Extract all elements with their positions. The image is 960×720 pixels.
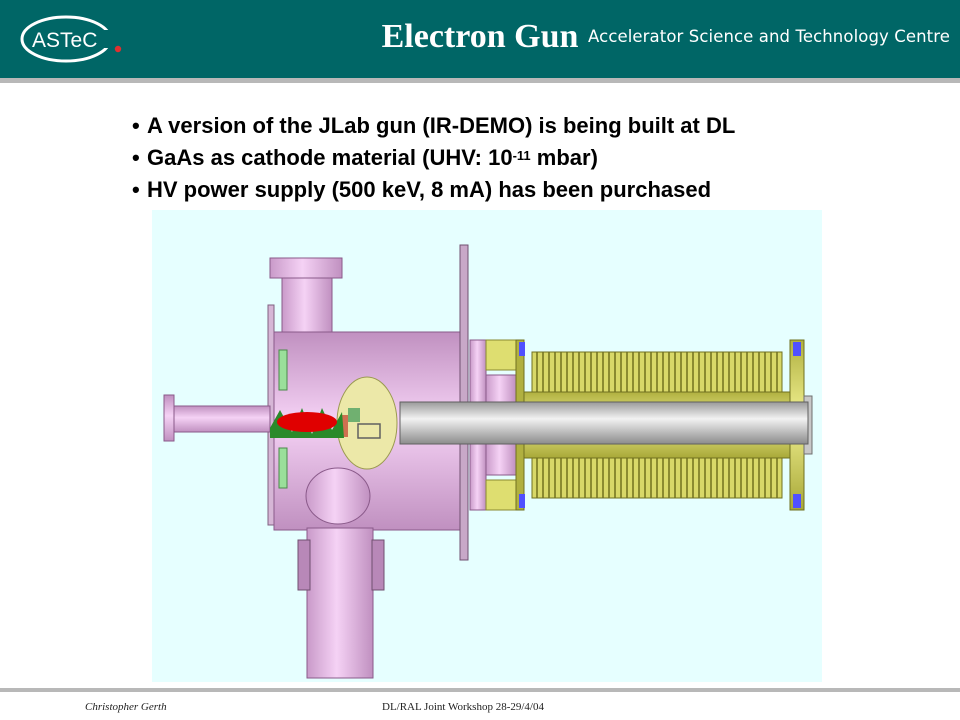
footer-divider (0, 688, 960, 692)
electron-gun-drawing (152, 210, 822, 682)
bullet-text: A version of the JLab gun (IR-DEMO) is b… (147, 113, 736, 138)
bullet-item: • GaAs as cathode material (UHV: 10-11 mb… (132, 142, 735, 174)
bullet-item: • A version of the JLab gun (IR-DEMO) is … (132, 110, 735, 142)
organization-name: Accelerator Science and Technology Centr… (588, 27, 950, 46)
logo-text: ASTeC (32, 29, 97, 52)
bullet-text: GaAs as cathode material (UHV: 10 (147, 145, 513, 170)
bullet-list: • A version of the JLab gun (IR-DEMO) is … (132, 110, 735, 206)
bullet-item: • HV power supply (500 keV, 8 mA) has bee… (132, 174, 735, 206)
astec-logo-icon: ASTeC (20, 15, 122, 63)
bullet-text-tail: mbar) (530, 145, 598, 170)
header-divider (0, 78, 960, 83)
footer-event: DL/RAL Joint Workshop 28-29/4/04 (382, 701, 544, 713)
header-bar (0, 0, 960, 78)
bullet-text: HV power supply (500 keV, 8 mA) has been… (147, 177, 712, 202)
bullet-dot: • (132, 145, 140, 170)
bullet-superscript: -11 (512, 148, 531, 163)
bullet-dot: • (132, 177, 140, 202)
electron-gun-drawing-icon (163, 244, 813, 679)
bullet-dot: • (132, 113, 140, 138)
footer-author: Christopher Gerth (85, 701, 167, 713)
slide-title: Electron Gun (381, 18, 579, 55)
